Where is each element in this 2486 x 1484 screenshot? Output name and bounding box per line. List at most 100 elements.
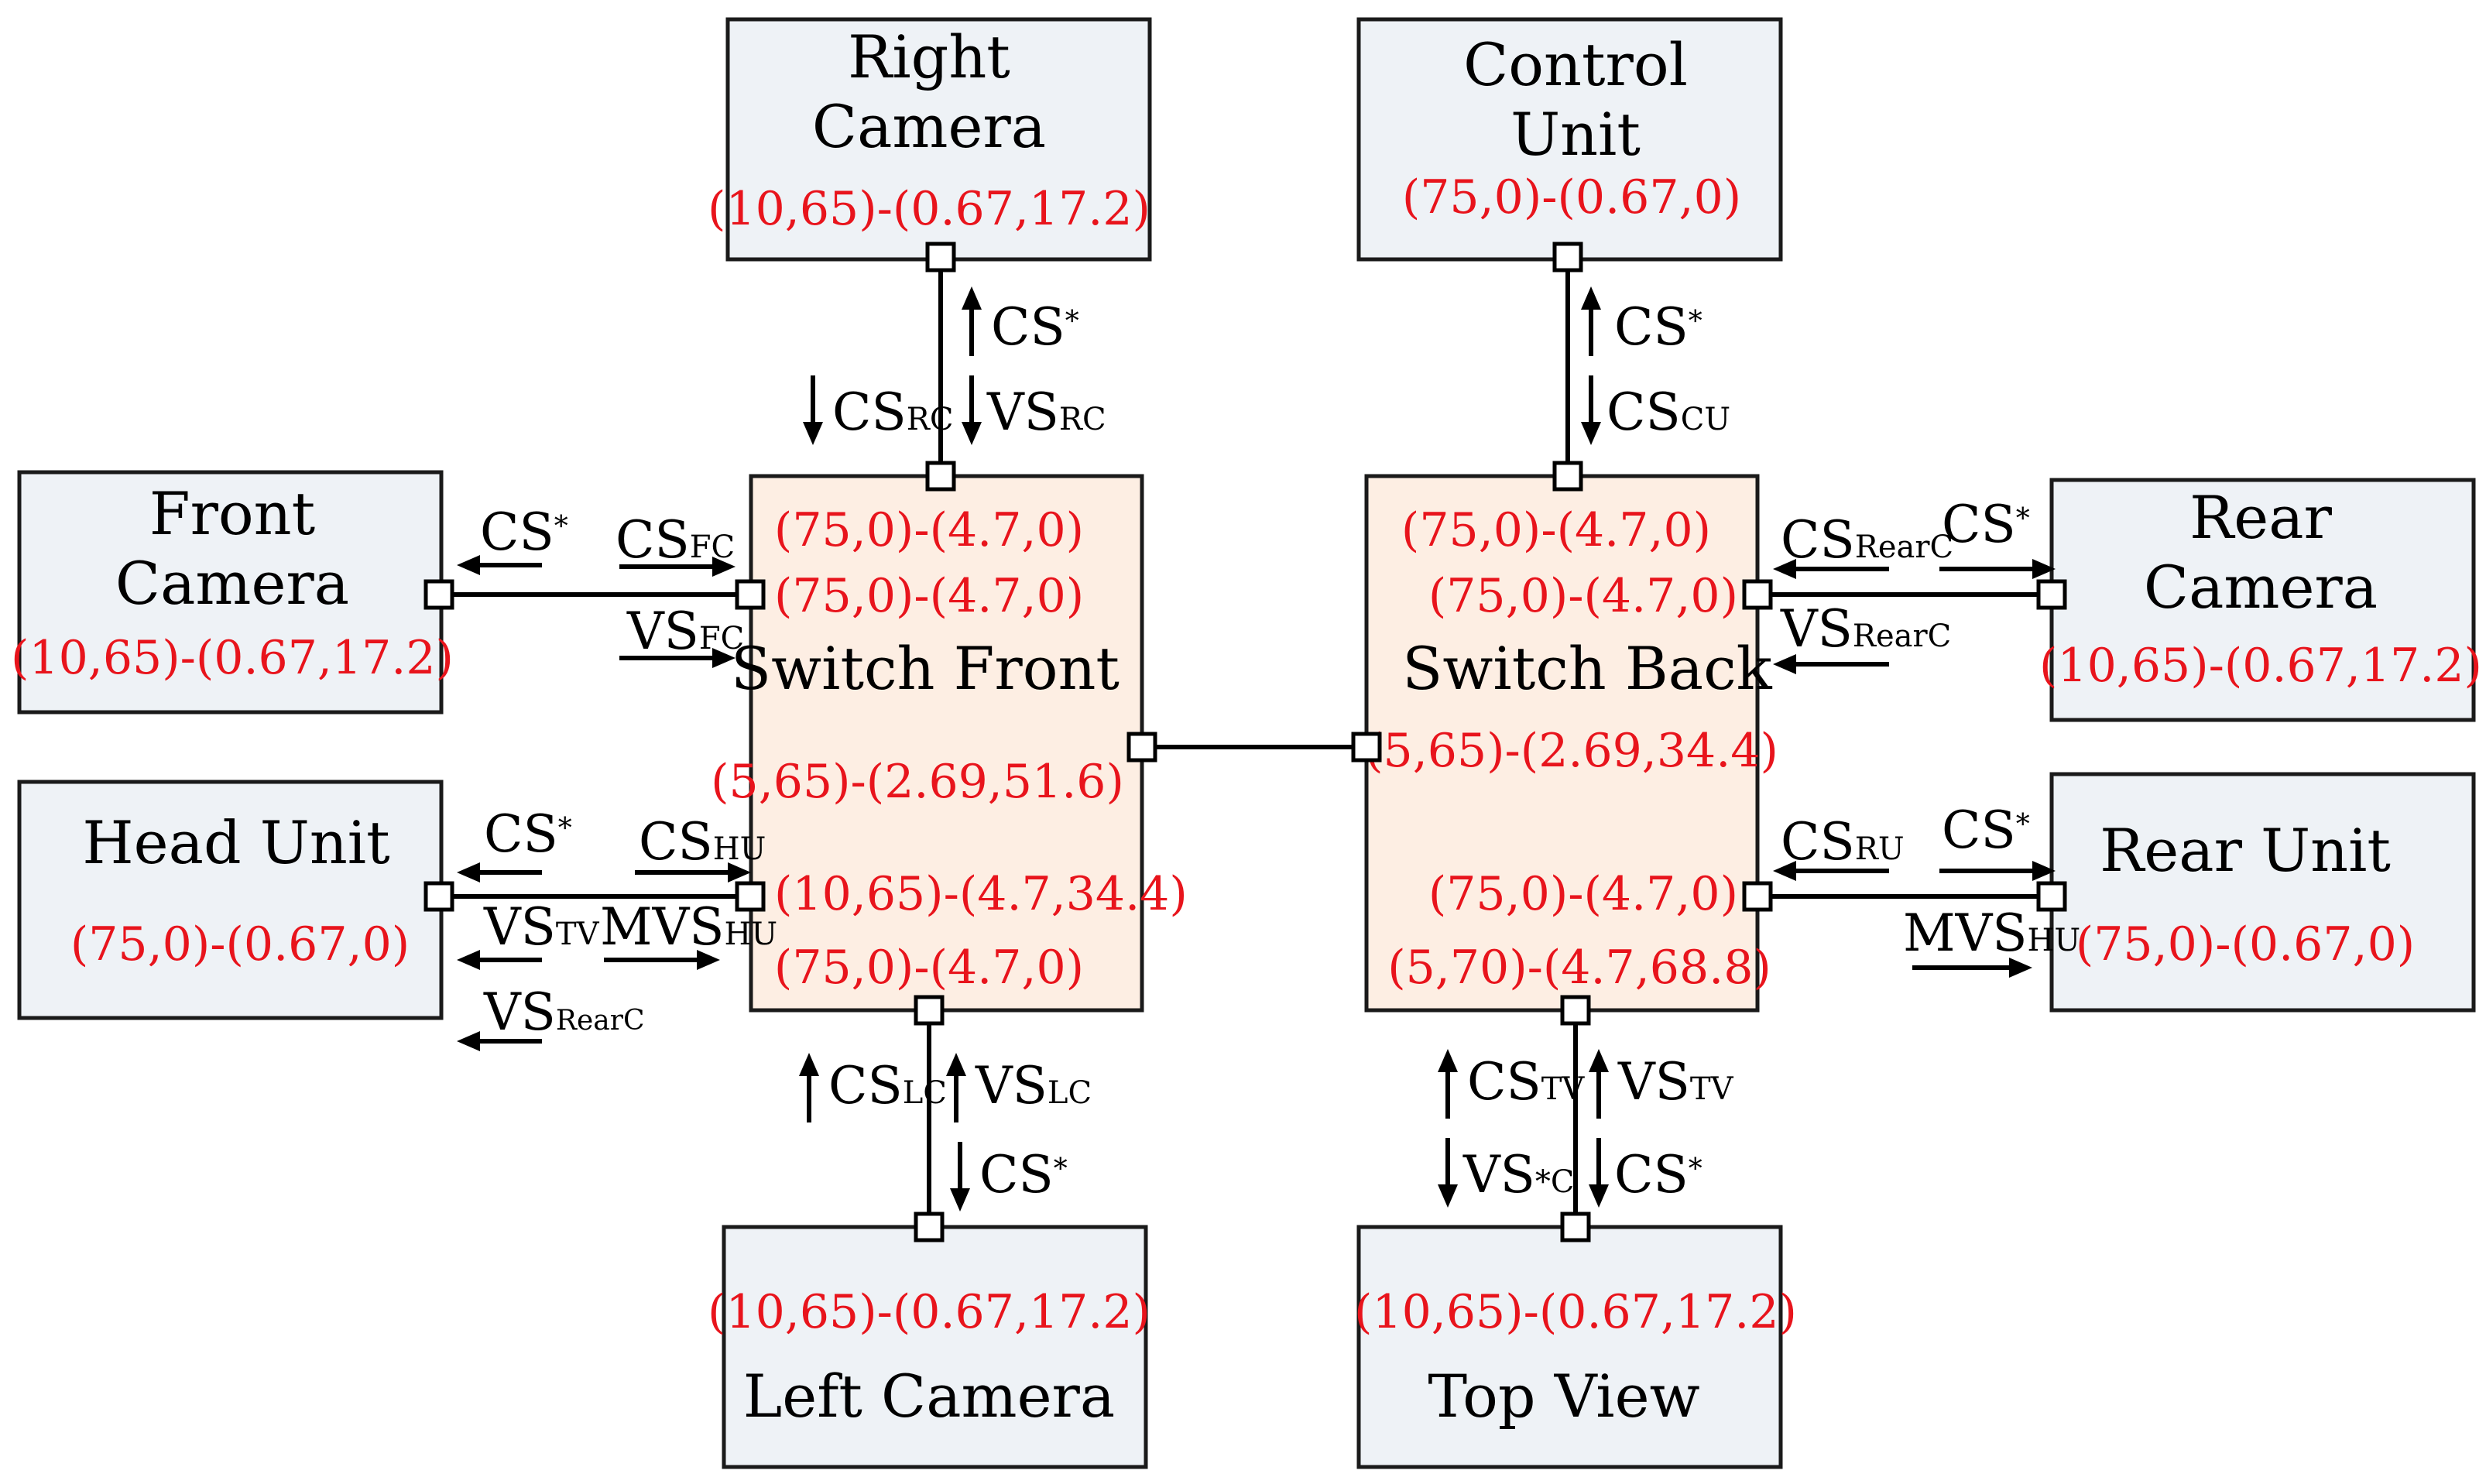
stream-label-rearunit-mvs: MVSHU [1903,903,2080,963]
right-camera-title-1: Right [848,22,1010,91]
stream-label-left-cs-up: CSLC [828,1056,947,1116]
port [1742,881,1773,912]
node-switch-front: (75,0)-(4.7,0) (75,0)-(4.7,0) Switch Fro… [711,474,1188,1013]
port [2036,579,2067,610]
port [1560,995,1591,1026]
port [914,1212,945,1242]
stream-label-rear-cs-left: CSRearC [1781,510,1953,570]
stream-label-rearunit-cs-right: CS* [1942,800,2030,860]
port [423,881,454,912]
arrow-left [457,1031,542,1051]
port [1126,732,1157,763]
arrow-down [962,375,982,445]
stream-label-rear-vs-left: VSRearC [1780,599,1951,659]
stream-label-head-cs-right: CSHU [639,812,766,872]
switch-back-title: Switch Back [1402,634,1772,703]
rear-camera-title-2: Camera [2144,553,2378,622]
port [2036,881,2067,912]
node-left-camera: (10,65)-(0.67,17.2) Left Camera [708,1225,1150,1469]
port [925,242,956,272]
rear-unit-title: Rear Unit [2100,816,2391,885]
top-view-param: (10,65)-(0.67,17.2) [1354,1285,1797,1339]
switch-front-param-1: (75,0)-(4.7,0) [774,503,1084,557]
arrow-up [1438,1049,1458,1119]
port [1351,732,1382,763]
arrow-up [1581,286,1601,356]
arrow-up [946,1053,966,1122]
stream-label-right-cs-down: CSRC [832,382,953,442]
node-right-camera: Right Camera (10,65)-(0.67,17.2) [708,17,1152,262]
port [1552,242,1583,272]
arrow-down [1581,375,1601,445]
node-control-unit: Control Unit (75,0)-(0.67,0) [1356,17,1783,262]
switch-front-param-2: (75,0)-(4.7,0) [774,569,1084,623]
links [441,259,2052,1227]
arrow-left [457,950,542,970]
stream-label-top-cs-down: CS* [1614,1145,1702,1205]
arrow-right [1939,559,2056,579]
stream-label-top-vs-up: VSTV [1617,1052,1734,1112]
stream-label-head-cs-left: CS* [484,804,572,864]
head-unit-title: Head Unit [82,808,389,877]
arrow-down [1438,1138,1458,1208]
stream-label-front-cs-right: CSFC [615,510,735,570]
ports [423,242,2067,1242]
port [735,881,766,912]
left-camera-title: Left Camera [743,1362,1115,1431]
control-unit-title-1: Control [1463,30,1688,99]
rear-camera-param: (10,65)-(0.67,17.2) [2039,639,2482,693]
rear-camera-title-1: Rear [2189,483,2333,552]
port [1560,1212,1591,1242]
arrow-right [604,950,720,970]
stream-label-rearunit-cs-left: CSRU [1781,812,1905,872]
node-top-view: (10,65)-(0.67,17.2) Top View [1354,1225,1797,1469]
node-head-unit: Head Unit (75,0)-(0.67,0) [17,780,444,1020]
stream-label-top-cs-up: CSTV [1467,1052,1585,1112]
stream-label-head-vs-rearc: VSRearC [483,982,645,1042]
arrow-left [1773,654,1889,674]
switch-front-param-5: (75,0)-(4.7,0) [774,941,1084,995]
arrow-down [950,1142,970,1212]
switch-front-title: Switch Front [731,634,1120,703]
head-unit-param: (75,0)-(0.67,0) [70,917,410,972]
stream-label-right-cs-up: CS* [991,297,1079,357]
port [914,995,945,1026]
arrow-left [1773,559,1889,579]
port [423,579,454,610]
right-camera-title-2: Camera [812,92,1046,161]
stream-label-head-vs-tv: VSTV [483,897,600,957]
switch-back-param-3: (5,65)-(2.69,34.4) [1365,724,1778,778]
port [735,579,766,610]
stream-labels: CS* CSRC VSRC CS* CSCU CS* CSFC VSFC CSR… [480,297,2080,1205]
port [1742,579,1773,610]
arrow-up [962,286,982,356]
arrow-up [799,1053,819,1122]
arrow-left [457,862,542,883]
front-camera-title-2: Camera [115,549,349,618]
arrow-right [1912,958,2032,978]
node-rear-camera: Rear Camera (10,65)-(0.67,17.2) [2039,478,2482,722]
switch-back-param-1: (75,0)-(4.7,0) [1401,503,1711,557]
stream-label-right-vs-down: VSRC [986,382,1106,442]
left-camera-param: (10,65)-(0.67,17.2) [708,1285,1150,1339]
right-camera-param: (10,65)-(0.67,17.2) [708,182,1150,236]
stream-label-front-vs-right: VSFC [626,601,744,661]
switch-back-param-4: (75,0)-(4.7,0) [1428,867,1738,921]
control-unit-param: (75,0)-(0.67,0) [1402,170,1741,224]
switch-front-param-3: (5,65)-(2.69,51.6) [711,755,1124,809]
node-rear-unit: Rear Unit (75,0)-(0.67,0) [2049,772,2476,1013]
control-unit-title-2: Unit [1510,100,1641,169]
node-front-camera: Front Camera (10,65)-(0.67,17.2) [11,470,454,715]
arrow-right [1939,861,2056,881]
stream-label-left-vs-up: VSLC [975,1056,1092,1116]
arrow-left [457,555,542,575]
port [925,461,956,492]
top-view-title: Top View [1428,1362,1699,1431]
port [1552,461,1583,492]
front-camera-param: (10,65)-(0.67,17.2) [11,631,454,685]
stream-label-rear-cs-right: CS* [1942,495,2030,554]
stream-label-top-vs-down: VS*C [1462,1145,1575,1205]
stream-label-left-cs-down: CS* [979,1145,1068,1205]
stream-label-control-cs-up: CS* [1614,297,1702,357]
